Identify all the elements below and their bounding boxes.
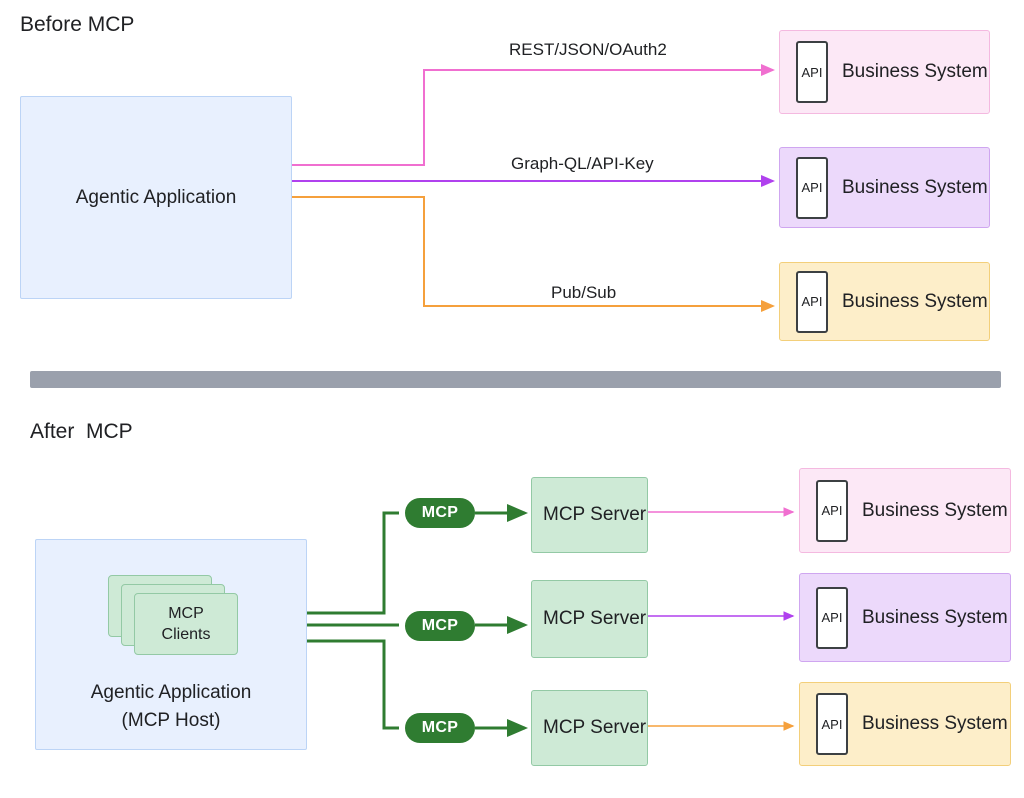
mcp-server-label: MCP Server <box>543 717 647 738</box>
edge-label-rest-json-oauth2: REST/JSON/OAuth2 <box>509 40 667 59</box>
mcp-server-label: MCP Server <box>543 608 647 629</box>
business-system-box[interactable]: API Business System <box>799 468 1011 553</box>
api-icon: API <box>816 693 848 755</box>
mcp-clients-stack[interactable]: MCP Clients <box>108 575 238 655</box>
business-system-label: Business System <box>862 606 1008 628</box>
api-icon: API <box>816 479 848 542</box>
mcp-server-label: MCP Server <box>543 504 647 525</box>
mcp-pill-label: MCP <box>421 617 459 634</box>
agentic-application-label: Agentic Application <box>75 186 237 208</box>
agentic-application-box[interactable]: Agentic Application <box>20 96 292 299</box>
business-system-label: Business System <box>842 176 988 198</box>
business-system-label: Business System <box>862 713 1008 734</box>
edge-rest-json-oauth2 <box>292 64 775 166</box>
agentic-application-host-label: Agentic Application (MCP Host) <box>90 682 252 731</box>
api-icon: API <box>816 586 848 649</box>
api-icon: API <box>796 156 828 219</box>
mcp-server-box[interactable]: MCP Server <box>531 477 648 553</box>
mcp-pill-label: MCP <box>421 504 459 521</box>
mcp-clients-label: MCP Clients <box>161 605 211 643</box>
section-divider <box>30 371 1001 388</box>
business-system-box[interactable]: API Business System <box>779 147 990 228</box>
business-system-label: Business System <box>862 499 1008 521</box>
edge-label-pubsub: Pub/Sub <box>551 283 617 302</box>
edge-label-graphql-apikey: Graph-QL/API-Key <box>511 154 654 173</box>
page-title-before: Before MCP <box>20 13 135 36</box>
api-icon: API <box>796 41 828 103</box>
business-system-label: Business System <box>842 61 988 82</box>
mcp-protocol-pill[interactable]: MCP <box>405 498 475 528</box>
mcp-pill-label: MCP <box>421 719 459 736</box>
api-icon: API <box>796 270 828 333</box>
mcp-protocol-pill[interactable]: MCP <box>405 713 475 743</box>
business-system-box[interactable]: API Business System <box>799 682 1011 766</box>
business-system-box[interactable]: API Business System <box>779 30 990 114</box>
mcp-server-box[interactable]: MCP Server <box>531 690 648 766</box>
mcp-server-box[interactable]: MCP Server <box>531 580 648 658</box>
business-system-box[interactable]: API Business System <box>779 262 990 341</box>
business-system-label: Business System <box>842 290 988 312</box>
mcp-protocol-pill[interactable]: MCP <box>405 611 475 641</box>
business-system-box[interactable]: API Business System <box>799 573 1011 662</box>
page-title-after: After MCP <box>30 420 133 443</box>
mcp-client-card-front[interactable]: MCP Clients <box>134 593 238 655</box>
edge-pubsub <box>292 196 775 312</box>
